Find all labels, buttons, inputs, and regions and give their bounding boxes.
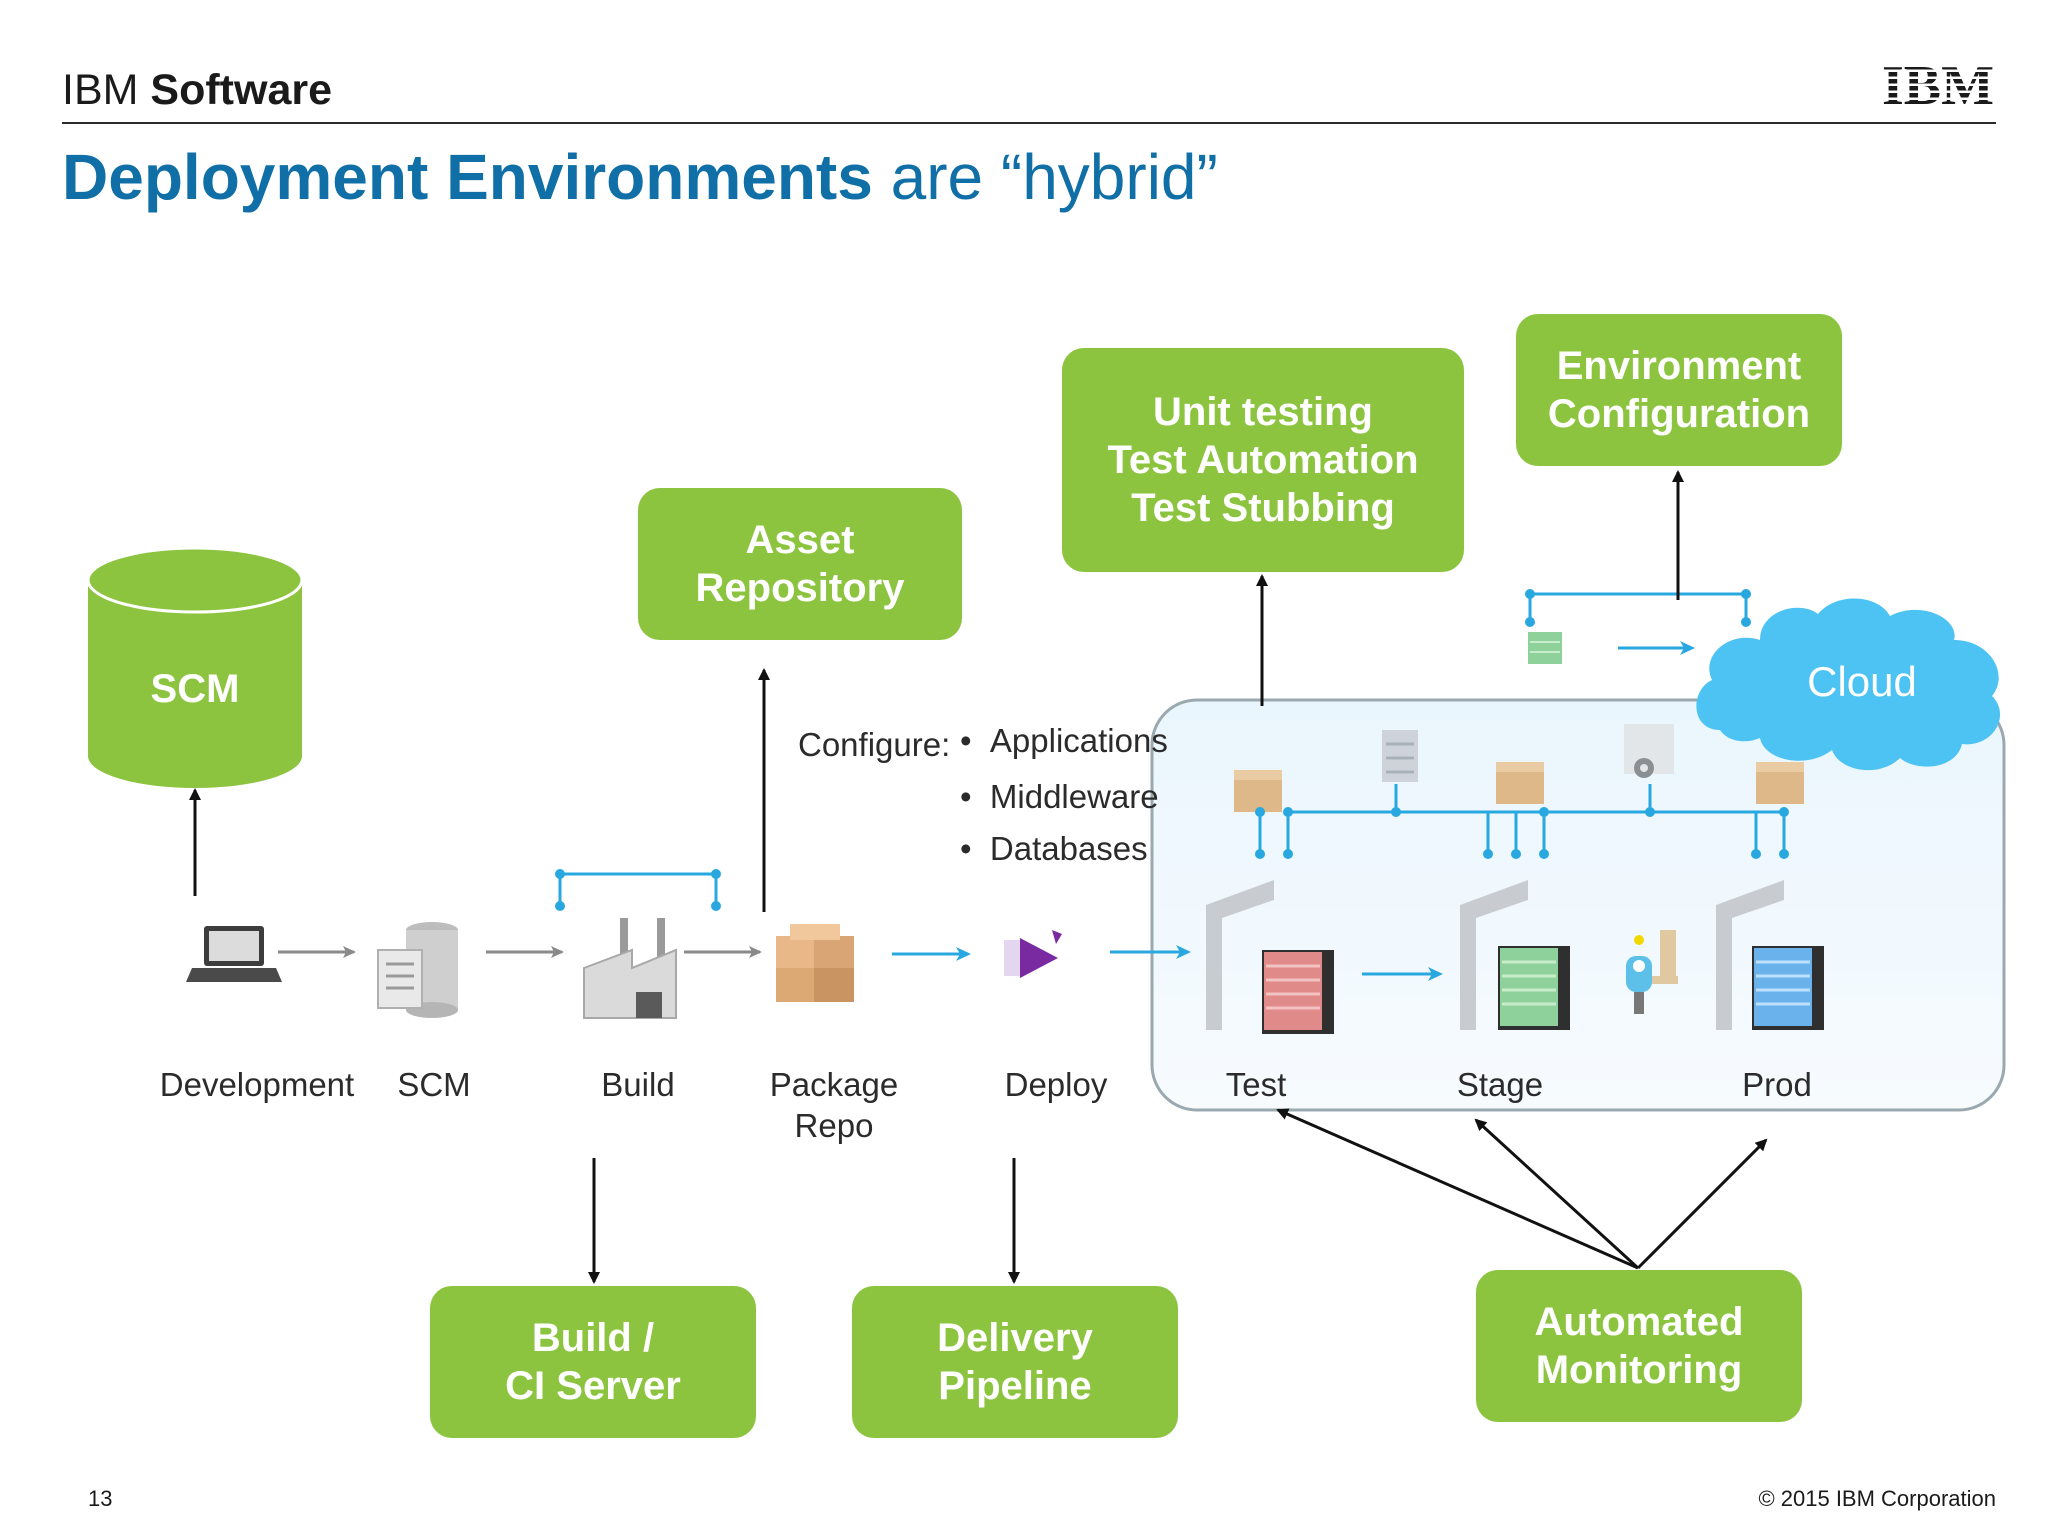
blue-connectors — [558, 592, 1786, 906]
deploy-icon — [1004, 930, 1062, 978]
robot-icon — [1626, 930, 1678, 1014]
title-regular: are “hybrid” — [890, 141, 1218, 213]
stage-environment-icon — [1460, 880, 1570, 1030]
test-environment-icon — [1206, 880, 1334, 1034]
stage-label-scm: SCM — [397, 1066, 471, 1103]
asset-repository-box: Asset Repository — [638, 488, 962, 640]
page-number: 13 — [88, 1486, 113, 1511]
stage-label-package-repo: Package Repo — [769, 1066, 899, 1145]
unit-testing-label: Unit testing Test Automation Test Stubbi… — [1107, 390, 1419, 530]
stage-label-prod: Prod — [1742, 1066, 1812, 1103]
package-boxes-icon — [776, 924, 854, 1002]
scm-database-label: SCM — [151, 667, 240, 711]
config-package-icon-1 — [1234, 770, 1282, 812]
black-arrows — [189, 470, 1768, 1284]
header-divider — [62, 122, 1996, 124]
configure-item-applications: • Applications — [960, 722, 1168, 759]
environment-configuration-box: Environment Configuration — [1516, 314, 1842, 466]
delivery-pipeline-box: Delivery Pipeline — [852, 1286, 1178, 1438]
cloud-shape — [1696, 598, 2001, 771]
asset-repository-label: Asset Repository — [695, 518, 905, 610]
brand-header: IBM Software — [62, 66, 332, 115]
config-database-icon — [1382, 730, 1418, 782]
laptop-icon — [186, 926, 282, 982]
configure-label: Configure: — [798, 726, 951, 763]
config-package-icon-3 — [1756, 762, 1804, 804]
brand-bold: Software — [150, 66, 333, 114]
config-package-icon-2 — [1496, 762, 1544, 804]
stage-label-deploy: Deploy — [1004, 1066, 1108, 1103]
title-bold: Deployment Environments — [62, 141, 873, 213]
stage-label-build: Build — [601, 1066, 675, 1103]
configure-item-middleware: • Middleware — [960, 778, 1159, 815]
flow-arrows-blue — [892, 641, 1695, 981]
ibm-logo: IBM — [1882, 55, 1998, 117]
page-title: Deployment Environments are “hybrid” — [62, 140, 1218, 214]
brand-light: IBM — [62, 66, 139, 114]
scm-database-icon — [86, 546, 304, 788]
stage-label-development: Development — [159, 1066, 355, 1103]
connector-dots — [555, 589, 1789, 911]
cloud-server-icon — [1528, 632, 1562, 664]
config-gear-icon — [1624, 724, 1674, 778]
automated-monitoring-label: Automated Monitoring — [1534, 1300, 1744, 1392]
stage-label-test: Test — [1225, 1066, 1287, 1103]
configure-item-databases: • Databases — [960, 830, 1148, 867]
cloud-label: Cloud — [1807, 658, 1917, 705]
scm-server-icon — [377, 922, 458, 1018]
automated-monitoring-box: Automated Monitoring — [1476, 1270, 1802, 1422]
prod-environment-icon — [1716, 880, 1824, 1030]
stage-label-stage: Stage — [1456, 1066, 1544, 1103]
ci-server-label: Build / CI Server — [505, 1316, 681, 1408]
factory-icon — [583, 918, 677, 1019]
delivery-pipeline-label: Delivery Pipeline — [937, 1316, 1093, 1408]
unit-testing-box: Unit testing Test Automation Test Stubbi… — [1062, 348, 1464, 572]
ci-server-box: Build / CI Server — [430, 1286, 756, 1438]
copyright: © 2015 IBM Corporation — [1758, 1486, 1996, 1511]
ibm-logo-text: IBM — [1882, 58, 1994, 108]
environment-configuration-label: Environment Configuration — [1547, 344, 1811, 436]
